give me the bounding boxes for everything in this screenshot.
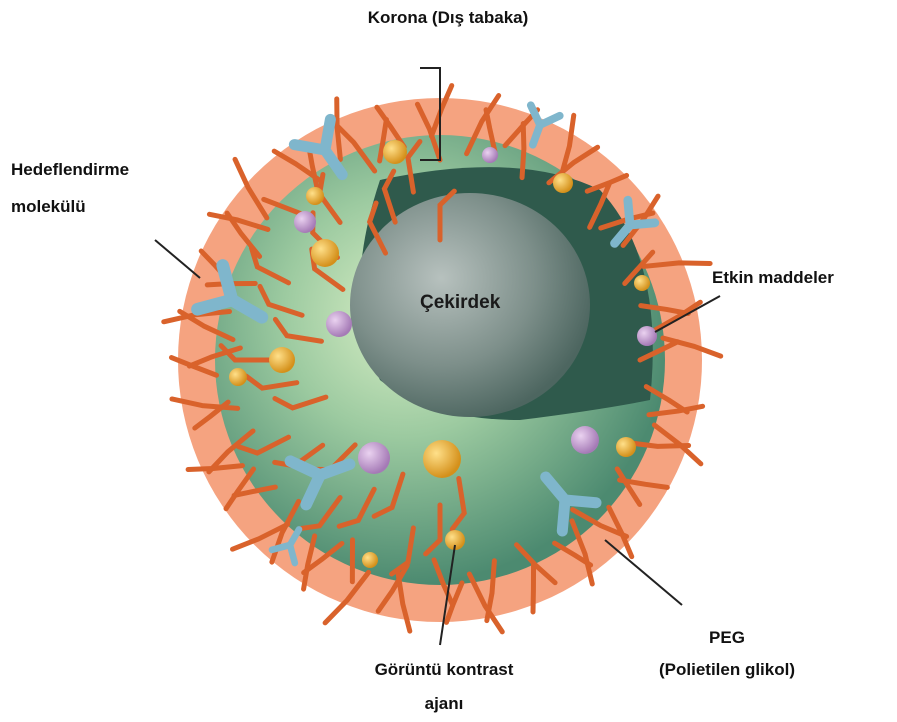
corona-label: Korona (Dış tabaka) <box>368 8 529 28</box>
targeting-leader-line <box>155 240 200 278</box>
core-label: Çekirdek <box>420 292 500 314</box>
gold-sphere-icon <box>229 368 247 386</box>
purple-sphere-icon <box>637 326 657 346</box>
peg-label-line1: PEG <box>709 628 745 648</box>
gold-sphere-icon <box>306 187 324 205</box>
targeting-label-line2: molekülü <box>11 197 86 217</box>
gold-sphere-icon <box>553 173 573 193</box>
gold-sphere-icon <box>362 552 378 568</box>
peg-leader-line <box>605 540 682 605</box>
purple-sphere-icon <box>482 147 498 163</box>
gold-sphere-icon <box>616 437 636 457</box>
contrast-label-line1: Görüntü kontrast <box>375 660 514 680</box>
peg-strand <box>522 124 524 178</box>
purple-sphere-icon <box>358 442 390 474</box>
gold-sphere-icon <box>269 347 295 373</box>
purple-sphere-icon <box>294 211 316 233</box>
gold-sphere-icon <box>383 140 407 164</box>
purple-sphere-icon <box>326 311 352 337</box>
targeting-label-line1: Hedeflendirme <box>11 160 129 180</box>
peg-label-line2: (Polietilen glikol) <box>659 660 795 680</box>
peg-strand <box>533 564 534 612</box>
contrast-label-line2: ajanı <box>425 694 464 714</box>
active-agents-label: Etkin maddeler <box>712 268 834 288</box>
purple-sphere-icon <box>571 426 599 454</box>
gold-sphere-icon <box>311 239 339 267</box>
gold-sphere-icon <box>634 275 650 291</box>
gold-sphere-icon <box>423 440 461 478</box>
